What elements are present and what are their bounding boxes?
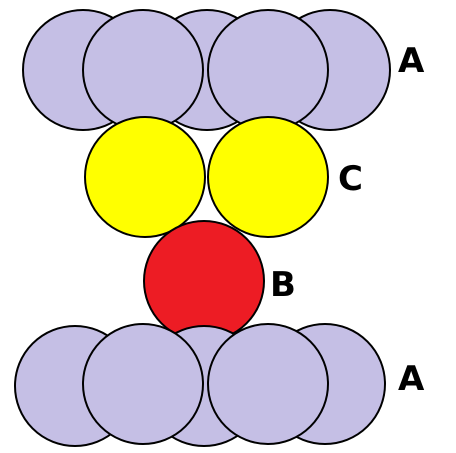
c-sphere-2: [207, 116, 329, 238]
top-a-layer: [22, 9, 391, 131]
top-a-front-sphere-1: [82, 9, 204, 131]
bottom-a-front-sphere-2: [207, 323, 329, 445]
b-sphere: [143, 220, 265, 342]
top-a-front-sphere-2: [207, 9, 329, 131]
bottom-a-front-sphere-1: [82, 323, 204, 445]
bottom-a-layer-label: A: [398, 359, 425, 399]
b-layer: [143, 220, 265, 342]
top-a-layer-label: A: [398, 41, 425, 81]
c-layer-label: C: [338, 159, 363, 199]
c-layer: [84, 116, 329, 238]
b-layer-label: B: [270, 265, 296, 305]
bottom-a-layer: [14, 323, 386, 447]
c-sphere-1: [84, 116, 206, 238]
